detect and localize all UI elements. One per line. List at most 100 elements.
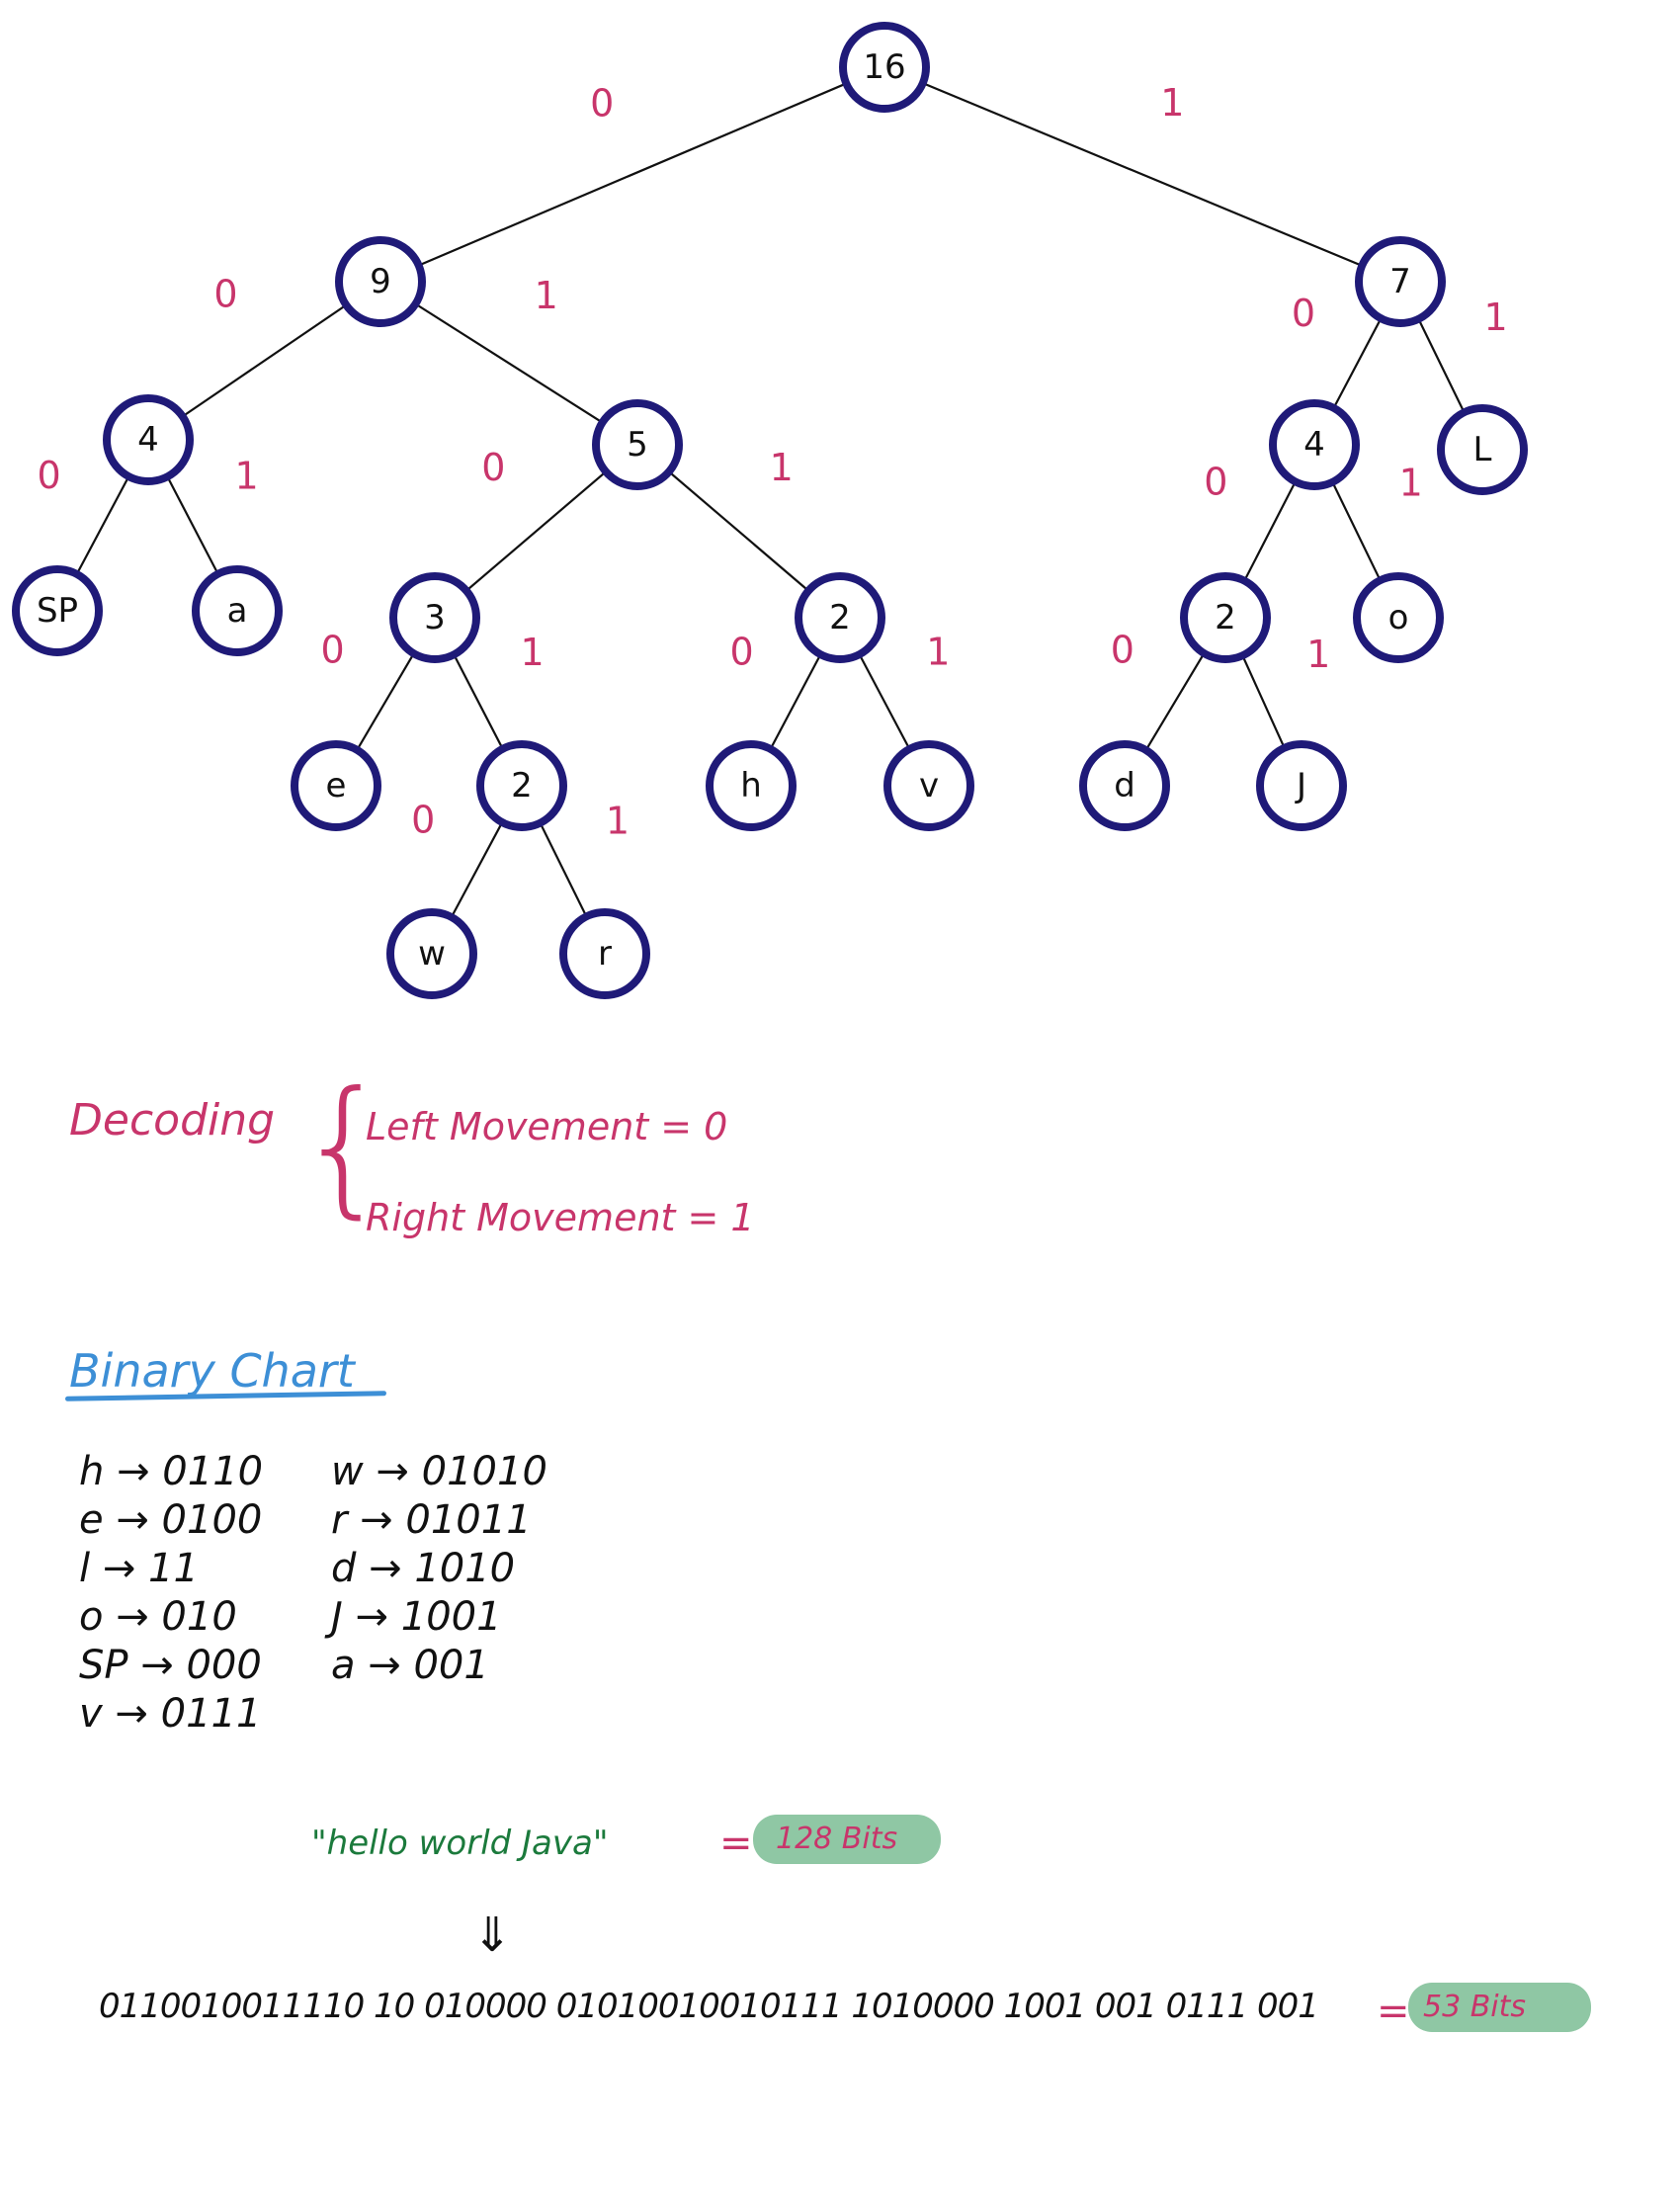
node-circle bbox=[795, 572, 885, 663]
tree-internal-node: 2 bbox=[1180, 572, 1271, 663]
tree-internal-node: 4 bbox=[1269, 399, 1360, 490]
edge-bit-label: 1 bbox=[770, 446, 794, 489]
edge-bit-label: 0 bbox=[411, 798, 435, 841]
node-label: 2 bbox=[511, 766, 533, 806]
tree-edge bbox=[379, 65, 885, 284]
code-row: e → 0100 bbox=[79, 1497, 263, 1543]
tree-leaf-node: r bbox=[559, 908, 650, 999]
node-circle bbox=[883, 740, 974, 831]
tree-leaf-node: L bbox=[1437, 404, 1528, 495]
code-row: v → 0111 bbox=[79, 1691, 262, 1737]
code-row: w → 01010 bbox=[331, 1449, 547, 1494]
edge-bit-label: 1 bbox=[1306, 633, 1330, 676]
node-label: 4 bbox=[1303, 425, 1325, 465]
edge-bit-label: 1 bbox=[926, 631, 950, 674]
node-label: a bbox=[227, 591, 248, 631]
code-row: J → 1001 bbox=[331, 1594, 502, 1640]
node-circle bbox=[706, 740, 797, 831]
code-row: SP → 000 bbox=[79, 1643, 262, 1688]
tree-leaf-node: v bbox=[883, 740, 974, 831]
node-label: w bbox=[418, 934, 446, 974]
node-label: 9 bbox=[370, 262, 391, 301]
node-label: v bbox=[919, 766, 939, 806]
node-label: J bbox=[1295, 766, 1306, 806]
node-label: SP bbox=[37, 591, 78, 631]
tree-leaf-node: h bbox=[706, 740, 797, 831]
edge-bit-label: 1 bbox=[535, 274, 558, 317]
node-label: h bbox=[740, 766, 762, 806]
code-row: d → 1010 bbox=[331, 1546, 516, 1591]
node-circle bbox=[592, 399, 683, 490]
edge-bit-label: 1 bbox=[606, 800, 630, 843]
node-label: d bbox=[1114, 766, 1135, 806]
node-circle bbox=[1079, 740, 1170, 831]
tree-leaf-node: o bbox=[1353, 572, 1444, 663]
node-label: 16 bbox=[863, 47, 905, 87]
edge-bit-label: 1 bbox=[1399, 462, 1423, 505]
tree-leaf-node: e bbox=[291, 740, 381, 831]
equals-sign-original: = bbox=[719, 1821, 753, 1866]
edge-bit-label: 0 bbox=[1204, 461, 1227, 504]
node-circle bbox=[1256, 740, 1347, 831]
node-label: 5 bbox=[627, 425, 648, 465]
decoding-title: Decoding bbox=[69, 1095, 276, 1145]
binary-chart-column-2: w → 01010 r → 01011 d → 1010 J → 1001 a … bbox=[331, 1448, 547, 1690]
node-circle bbox=[12, 565, 103, 656]
node-circle bbox=[192, 565, 283, 656]
original-bits: 128 Bits bbox=[776, 1822, 898, 1856]
encoded-bits: 53 Bits bbox=[1423, 1990, 1527, 2024]
edge-bit-label: 1 bbox=[1160, 81, 1184, 125]
node-label: e bbox=[326, 766, 347, 806]
edge-bit-label: 0 bbox=[321, 629, 345, 672]
tree-leaf-node: w bbox=[386, 908, 477, 999]
node-label: 3 bbox=[424, 598, 446, 637]
tree-edge bbox=[883, 65, 1401, 284]
node-circle bbox=[335, 236, 426, 327]
encoded-bitstring: 0110010011110 10 010000 01010010010111 1… bbox=[99, 1987, 1319, 2026]
edge-bit-label: 0 bbox=[213, 272, 237, 315]
right-movement-rule: Right Movement = 1 bbox=[366, 1196, 755, 1239]
tree-internal-node: 9 bbox=[335, 236, 426, 327]
code-row: a → 001 bbox=[331, 1643, 489, 1688]
tree-internal-node: 2 bbox=[476, 740, 567, 831]
node-circle bbox=[559, 908, 650, 999]
code-row: r → 01011 bbox=[331, 1497, 532, 1543]
node-circle bbox=[103, 394, 194, 485]
edge-bit-label: 0 bbox=[481, 446, 505, 489]
edge-bit-label: 0 bbox=[590, 81, 614, 125]
tree-internal-node: 16 bbox=[839, 22, 930, 113]
edge-bit-label: 1 bbox=[521, 631, 545, 674]
tree-internal-node: 3 bbox=[389, 572, 480, 663]
node-label: r bbox=[598, 934, 612, 974]
down-arrow-icon: ⇓ bbox=[472, 1908, 513, 1963]
node-circle bbox=[1437, 404, 1528, 495]
tree-edge bbox=[379, 281, 638, 446]
encoded-bits-highlight bbox=[1408, 1983, 1591, 2032]
tree-internal-node: 2 bbox=[795, 572, 885, 663]
binary-chart-column-1: h → 0110 e → 0100 l → 11 o → 010 SP → 00… bbox=[79, 1448, 263, 1739]
node-label: 2 bbox=[1215, 598, 1236, 637]
node-circle bbox=[1269, 399, 1360, 490]
node-circle bbox=[839, 22, 930, 113]
edge-bit-label: 1 bbox=[235, 454, 259, 497]
tree-internal-node: 7 bbox=[1355, 236, 1446, 327]
node-label: 7 bbox=[1389, 262, 1411, 301]
code-row: o → 010 bbox=[79, 1594, 237, 1640]
node-label: 4 bbox=[137, 420, 159, 460]
tree-internal-node: 5 bbox=[592, 399, 683, 490]
node-circle bbox=[386, 908, 477, 999]
node-circle bbox=[1353, 572, 1444, 663]
node-circle bbox=[389, 572, 480, 663]
tree-edge bbox=[147, 281, 381, 441]
edge-bit-label: 0 bbox=[1111, 628, 1134, 671]
original-message: "hello world Java" bbox=[311, 1824, 609, 1863]
edge-bit-label: 0 bbox=[730, 631, 754, 674]
node-circle bbox=[291, 740, 381, 831]
equals-sign-encoded: = bbox=[1377, 1989, 1410, 2034]
left-movement-rule: Left Movement = 0 bbox=[366, 1105, 728, 1148]
edge-bit-label: 1 bbox=[1484, 296, 1508, 339]
edge-bit-label: 0 bbox=[1292, 292, 1315, 335]
binary-chart-title: Binary Chart bbox=[69, 1344, 355, 1398]
code-row: h → 0110 bbox=[79, 1449, 264, 1494]
